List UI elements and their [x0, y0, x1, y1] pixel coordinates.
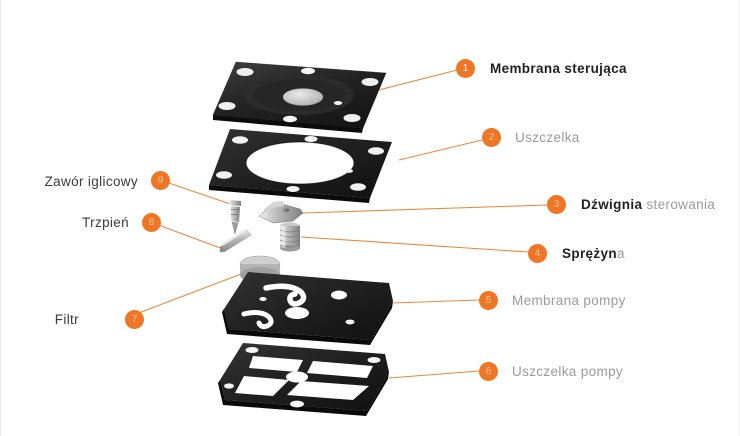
part-spring: [279, 222, 301, 252]
part-gasket: [209, 129, 392, 203]
leader-line-3: [302, 204, 548, 214]
part-pump-diaphragm: [222, 272, 393, 345]
part-pin: [219, 228, 252, 253]
callout-label-2: Uszczelka: [515, 131, 580, 145]
callout-label-2-text: Uszczelka: [515, 130, 580, 145]
leader-line-2: [398, 139, 483, 161]
callout-label-4: Sprężyna: [562, 247, 625, 261]
callout-badge-3[interactable]: 3: [547, 195, 566, 214]
callout-label-6-text: Uszczelka pompy: [512, 364, 624, 379]
leader-line-5: [392, 299, 480, 304]
callout-label-5-text: Membrana pompy: [512, 293, 626, 308]
callout-label-1: Membrana sterująca: [490, 62, 627, 76]
callout-label-8: Trzpień: [82, 216, 129, 230]
callout-badge-6[interactable]: 6: [479, 362, 498, 381]
callout-label-4-emphasis: Sprężyn: [562, 246, 617, 261]
callout-label-9: Zawór iglicowy: [45, 175, 138, 189]
callout-badge-2[interactable]: 2: [482, 128, 501, 147]
callout-badge-1[interactable]: 1: [456, 59, 475, 78]
leader-line-8: [152, 222, 224, 250]
callout-badge-9[interactable]: 9: [151, 171, 170, 190]
part-control-lever: [258, 201, 304, 224]
leader-line-9: [162, 180, 234, 206]
leader-line-4: [300, 236, 529, 253]
callout-label-1-text: Membrana sterująca: [490, 61, 627, 76]
callout-label-7-text: Filtr: [54, 312, 79, 327]
part-needle-valve: [229, 200, 241, 235]
callout-badge-4[interactable]: 4: [528, 244, 547, 263]
part-control-diaphragm: [212, 61, 387, 133]
callout-label-8-text: Trzpień: [82, 215, 129, 230]
callout-label-3-emphasis: Dźwignia: [581, 197, 643, 212]
leader-line-6: [388, 370, 480, 379]
leader-lines: [135, 67, 548, 379]
callout-badge-8[interactable]: 8: [142, 213, 161, 232]
callout-label-5: Membrana pompy: [512, 294, 626, 308]
part-pump-gasket: [218, 343, 389, 416]
callout-label-3-rest: sterowania: [642, 197, 716, 212]
leader-line-7: [135, 270, 250, 315]
callout-label-3: Dźwignia sterowania: [581, 198, 715, 212]
callout-label-9-text: Zawór iglicowy: [44, 174, 138, 189]
callout-label-4-rest: a: [616, 246, 625, 261]
callout-label-7: Filtr: [55, 313, 79, 327]
leader-line-1: [378, 67, 466, 91]
callout-badge-7[interactable]: 7: [125, 310, 144, 329]
callout-badge-5[interactable]: 5: [479, 291, 498, 310]
callout-label-6: Uszczelka pompy: [512, 365, 623, 379]
